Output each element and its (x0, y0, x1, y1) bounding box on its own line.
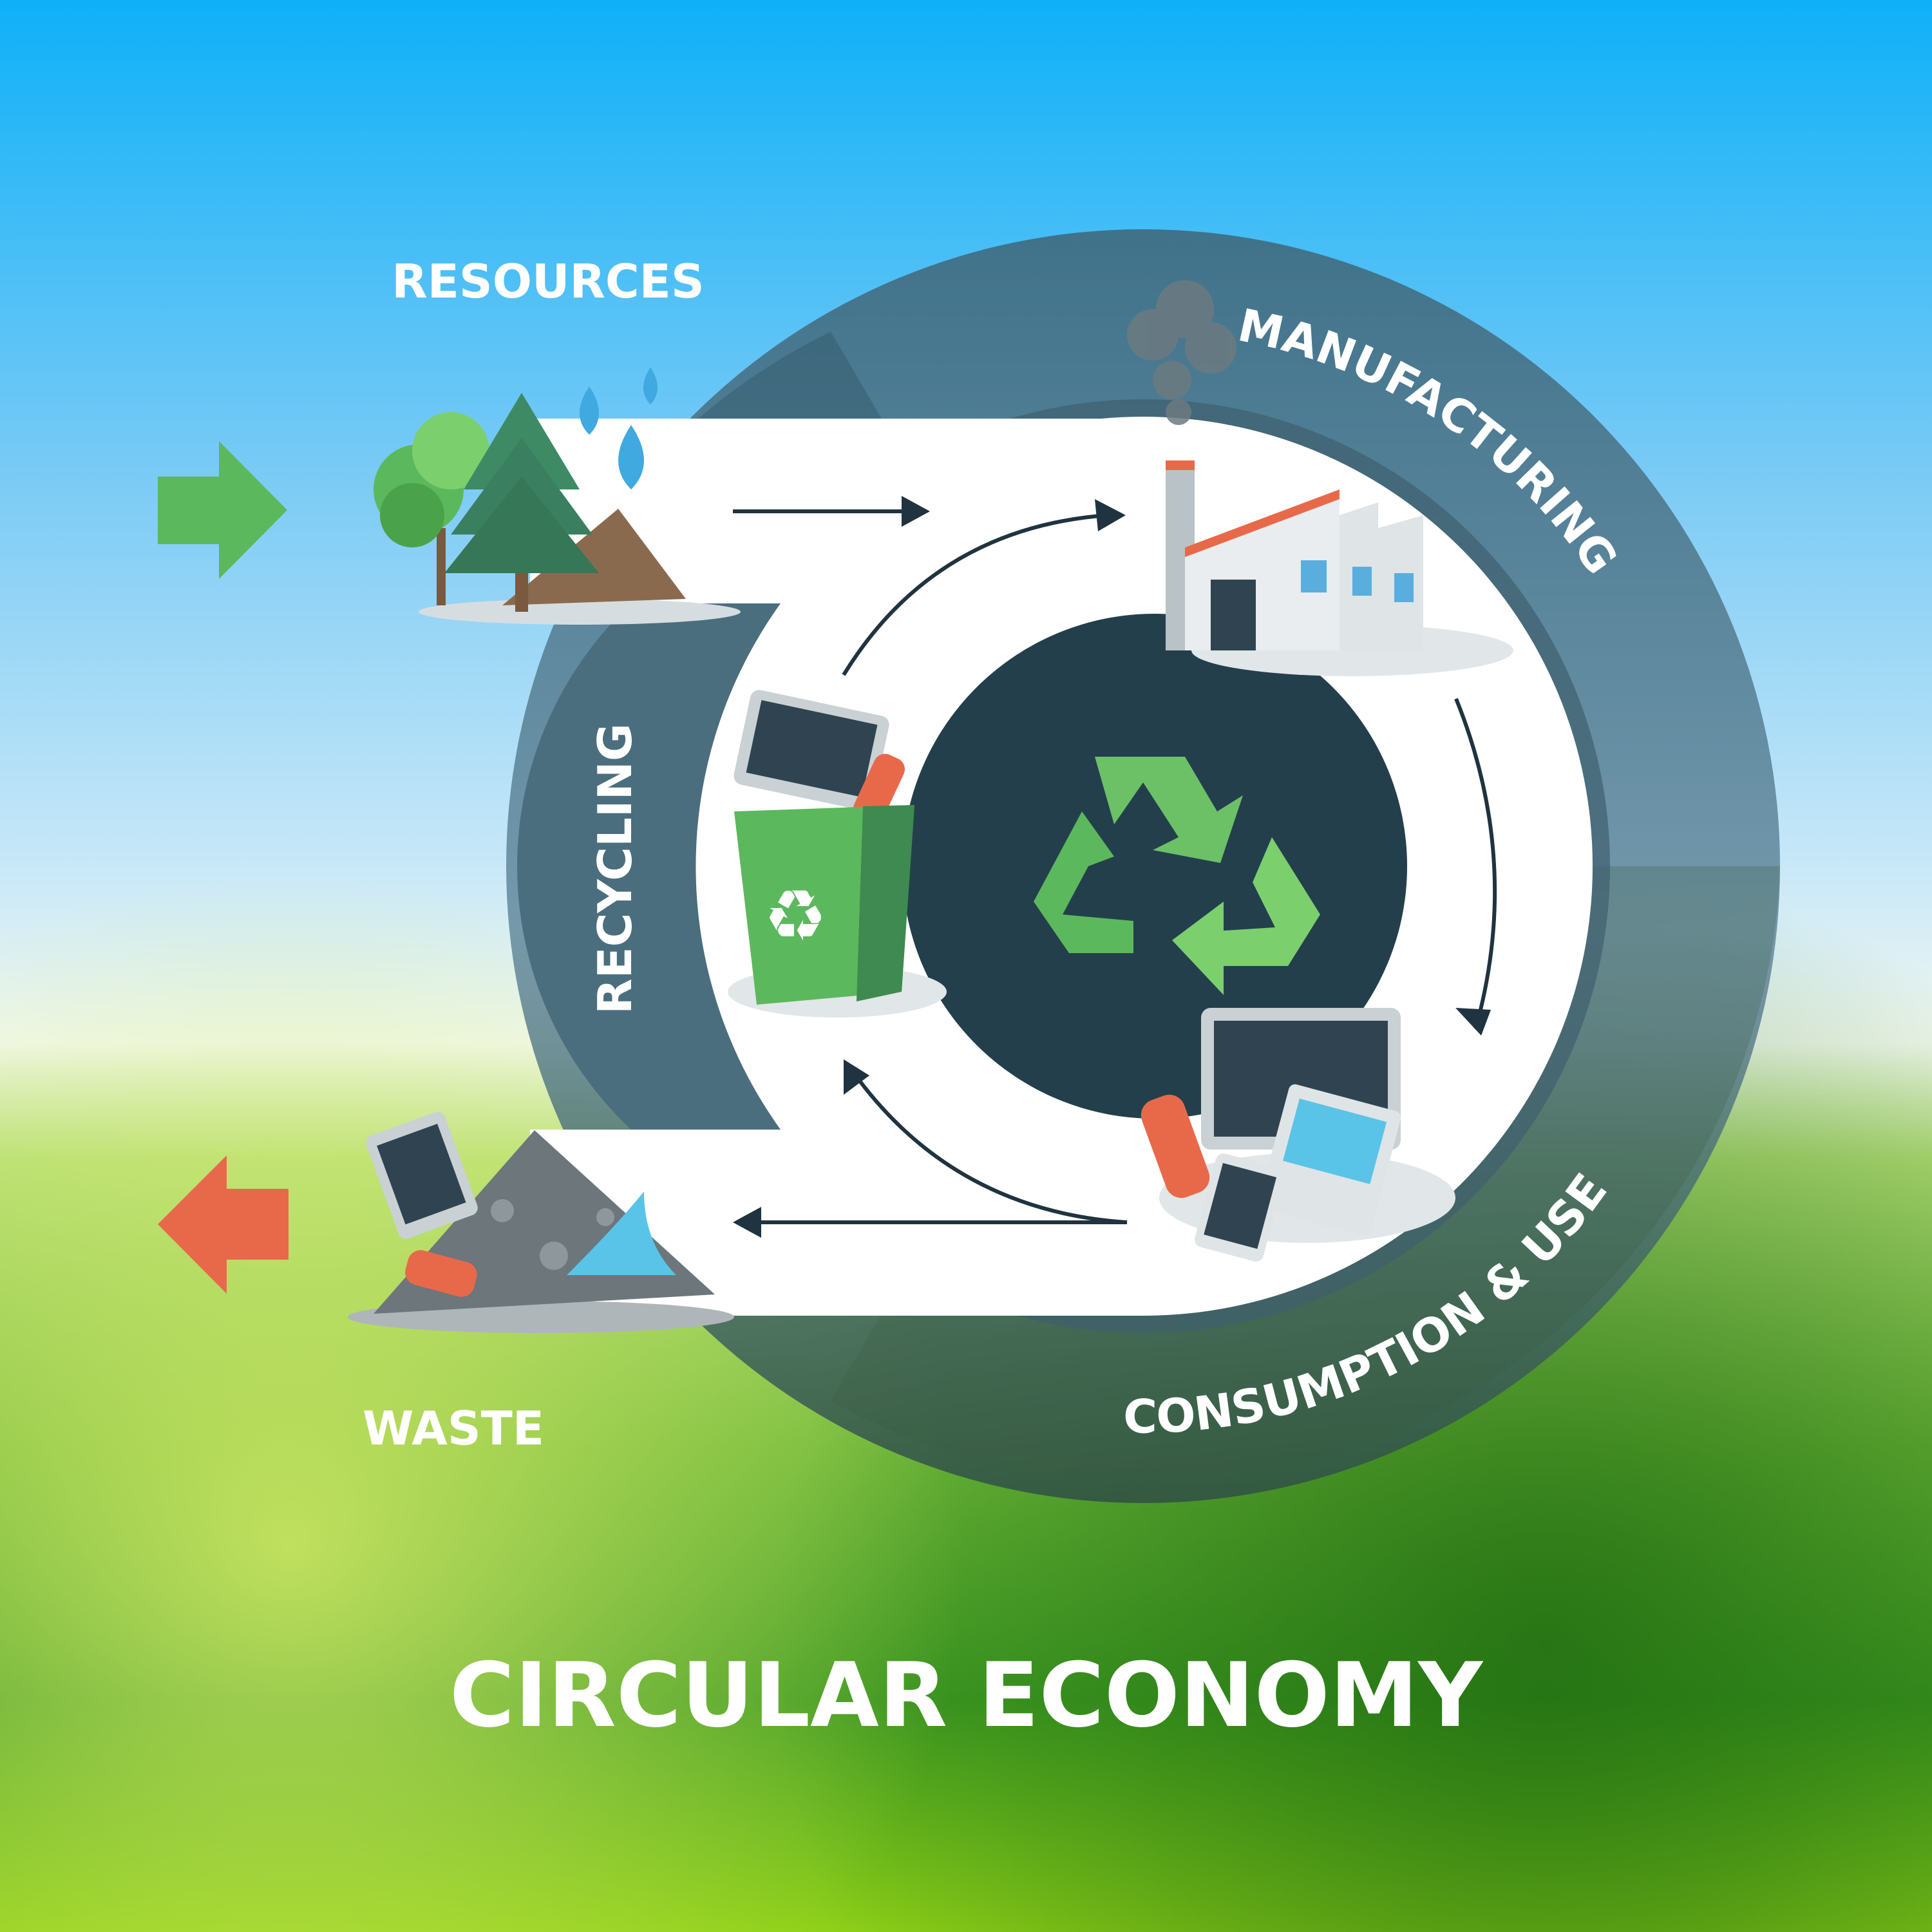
resources-label: RESOURCES (392, 254, 704, 308)
resources-illustration (374, 367, 741, 625)
flow-arrows (733, 509, 1497, 1224)
arrow-heads (733, 496, 1491, 1238)
waste-label: WASTE (363, 1401, 544, 1455)
recycling-label: RECYCLING (588, 723, 642, 1014)
bin-recycle-icon: ♻ (764, 875, 828, 957)
arrow-recycling-to-manufacturing (842, 513, 1108, 676)
recycle-icon (1034, 757, 1320, 995)
center-circle (902, 614, 1407, 1119)
arrow-right-icon (158, 441, 287, 579)
arrow-consumption-to-recycling (851, 1071, 1128, 1224)
recycling-bin-illustration: ♻ (728, 690, 947, 1018)
waste-pile-illustration (348, 1112, 734, 1333)
page-title: CIRCULAR ECONOMY (450, 1643, 1484, 1747)
arrow-manufacturing-to-consumption (1454, 697, 1497, 1018)
recycling-band (517, 603, 781, 1130)
arrow-left-icon (158, 1155, 289, 1294)
factory-illustration (1127, 280, 1513, 676)
consumption-illustration (1141, 1008, 1455, 1262)
